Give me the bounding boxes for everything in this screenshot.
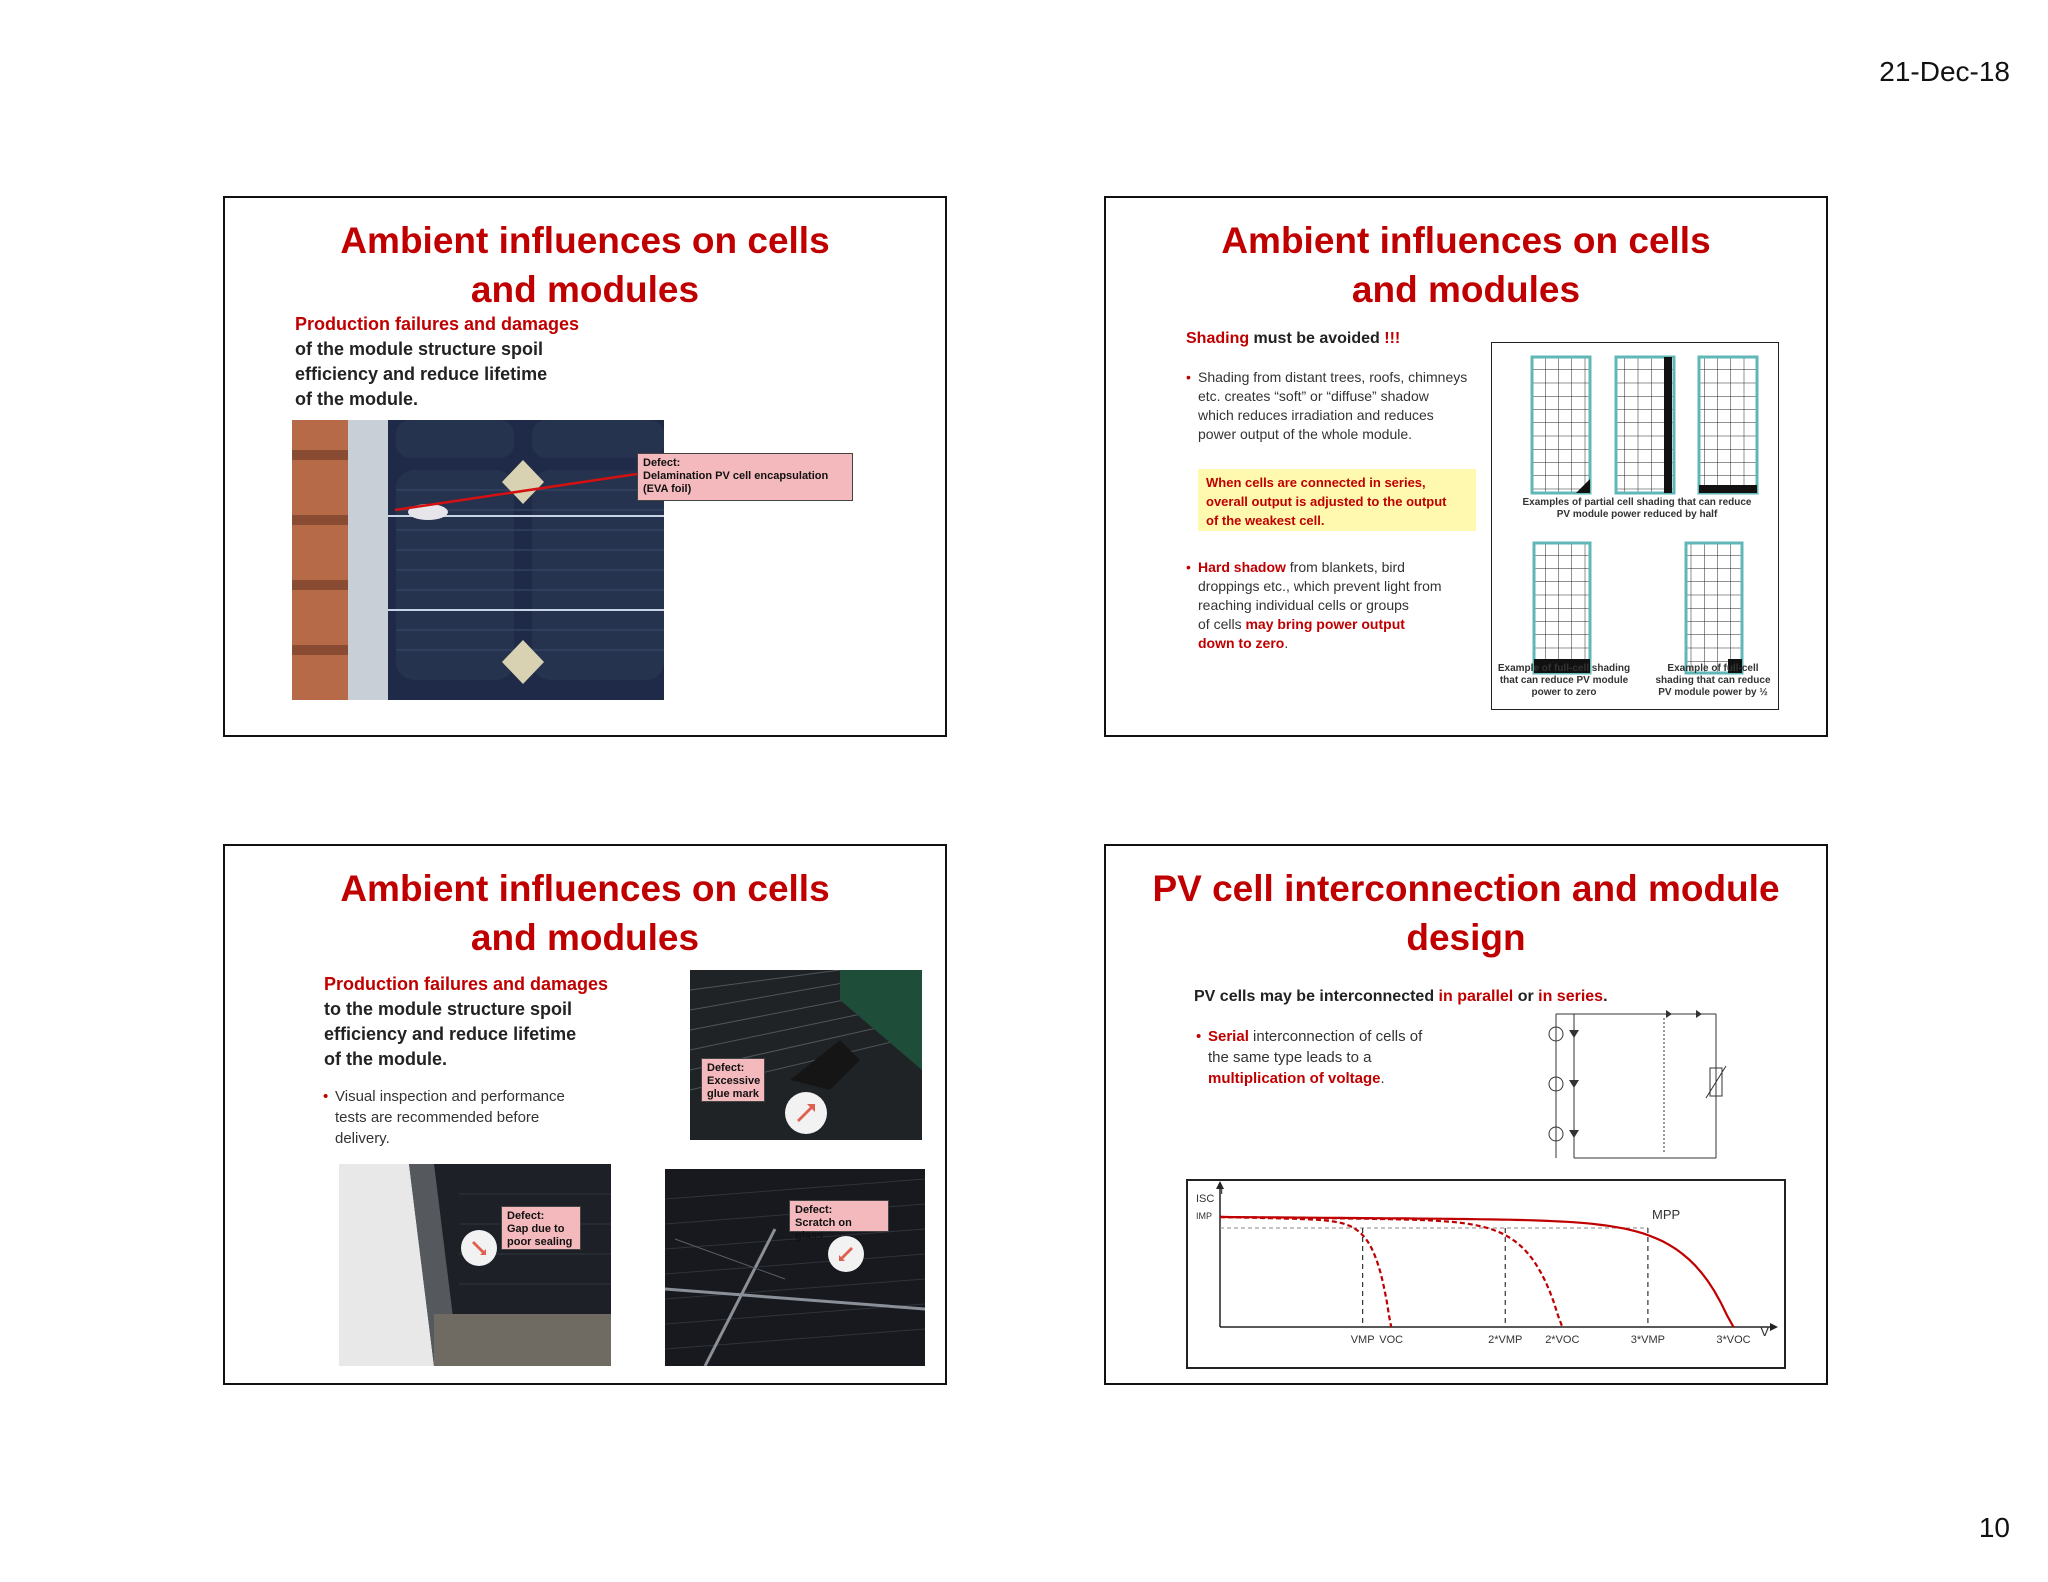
slide-title: Ambient influences on cells and modules xyxy=(1221,220,1711,310)
iv-curve-series-2 xyxy=(1220,1215,1393,1328)
slide-interconnection: PV cell interconnection and module desig… xyxy=(1104,844,1828,1385)
delamination-photo xyxy=(292,420,664,700)
slide-shading: Ambient influences on cells and modules … xyxy=(1104,196,1828,737)
chart-label-imp: IMP xyxy=(1196,1211,1213,1221)
x-tick-label: 3*VMP xyxy=(1631,1334,1665,1346)
scratch-arrow-icon xyxy=(828,1236,864,1272)
intro-text: Production failures and damages of the m… xyxy=(295,314,580,409)
gap-sealing-photo xyxy=(339,1164,611,1366)
slide-delamination: Ambient influences on cells and modules … xyxy=(223,196,947,737)
iv-curve-series-1 xyxy=(1220,1215,1735,1328)
series-circuit-diagram xyxy=(1548,1010,1727,1159)
gap-arrow-icon xyxy=(461,1230,497,1266)
callout-pointer xyxy=(394,472,638,512)
caption-partial-shading: Examples of partial cell shading that ca… xyxy=(1522,497,1752,520)
series-note: When cells are connected in series, over… xyxy=(1198,469,1476,531)
x-tick-label: VMP xyxy=(1351,1334,1375,1346)
bullet-serial: • Serial interconnection of cells of the… xyxy=(1196,1028,1423,1087)
page-number: 10 xyxy=(1978,1512,2010,1543)
slide-title: Ambient influences on cells and modules xyxy=(340,220,830,310)
chart-y-axis-label: I xyxy=(1220,1183,1224,1197)
x-tick-label: VOC xyxy=(1379,1334,1403,1346)
chart-x-axis-label: V xyxy=(1760,1323,1770,1339)
bullet-hard-shadow: • Hard shadow from blankets, bird droppi… xyxy=(1186,559,1442,651)
y-axis-arrow xyxy=(1216,1181,1224,1189)
iv-curve-chart: VMP VOC 2*VMP 2*VOC 3*VMP 3*VOC ISC IMP I V M… xyxy=(1186,1179,1786,1369)
slide-title: PV cell interconnection and module desig… xyxy=(1152,868,1780,958)
glue-arrow-icon xyxy=(785,1092,827,1134)
scratch-glass-callout: Defect: Scratch on glass xyxy=(789,1200,889,1242)
x-tick-label: 3*VOC xyxy=(1716,1334,1750,1346)
header-date: 21-Dec-18 xyxy=(1879,56,2010,87)
chart-label-isc: ISC xyxy=(1196,1193,1215,1205)
caption-full-shading-half: Example of full-cell shading that can re… xyxy=(1655,663,1771,698)
iv-curve-series-3 xyxy=(1220,1215,1564,1328)
caption-full-shading-zero: Example of full-cell shading that can re… xyxy=(1497,663,1631,698)
delamination-callout: Defect: Delamination PV cell encapsulati… xyxy=(637,453,853,501)
bullet-soft-shadow: • Shading from distant trees, roofs, chi… xyxy=(1186,369,1468,442)
bullet-inspection: • Visual inspection and performance test… xyxy=(323,1088,565,1147)
x-tick-label: 2*VOC xyxy=(1545,1334,1579,1346)
intro-text: Production failures and damages to the m… xyxy=(324,974,609,1069)
shading-diagram: Examples of partial cell shading that ca… xyxy=(1491,342,1779,710)
slide-visual-inspection: Ambient influences on cells and modules … xyxy=(223,844,947,1385)
shading-heading: Shading must be avoided !!! xyxy=(1186,330,1401,347)
x-axis-arrow xyxy=(1770,1323,1778,1331)
glue-mark-callout: Defect: Excessive glue mark xyxy=(701,1058,765,1102)
x-tick-label: 2*VMP xyxy=(1488,1334,1522,1346)
chart-mpp-label: MPP xyxy=(1652,1207,1681,1222)
scratch-glass-photo xyxy=(665,1169,925,1366)
slide-title: Ambient influences on cells and modules xyxy=(340,868,830,958)
gap-sealing-callout: Defect: Gap due to poor sealing xyxy=(501,1206,581,1250)
intro-text: PV cells may be interconnected in parall… xyxy=(1194,988,1608,1005)
